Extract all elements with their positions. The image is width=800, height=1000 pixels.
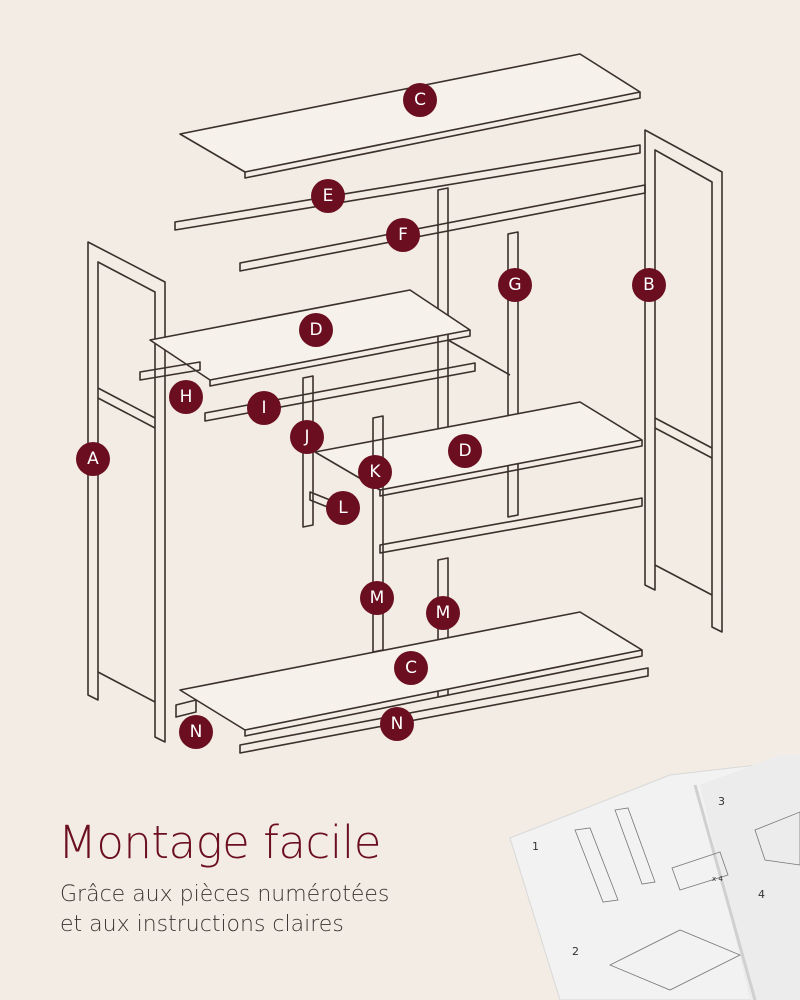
label-j: J [290,420,324,454]
label-l: L [326,491,360,525]
label-c-bottom: C [394,651,428,685]
svg-text:L: L [338,498,348,518]
svg-text:C: C [414,90,426,110]
label-d-upper: D [299,313,333,347]
headline: Montage facile [58,816,381,869]
label-n-left: N [179,715,213,749]
rail-i [204,362,476,422]
label-e: E [311,179,345,213]
instruction-manual-image: 1 2 3 4 x 4 [509,755,800,1000]
label-h: H [169,380,203,414]
label-m-left: M [360,581,394,615]
label-d-lower: D [448,434,482,468]
step-3-number: 3 [718,795,725,808]
frame-a [87,241,166,743]
label-b: B [632,268,666,302]
label-m-right: M [426,596,460,630]
step-4-number: 4 [758,888,765,901]
svg-text:N: N [391,714,404,734]
rail-e [174,144,641,231]
label-a: A [76,442,110,476]
label-n-right: N [380,707,414,741]
svg-text:N: N [190,722,203,742]
label-c-top: C [403,83,437,117]
svg-text:G: G [508,275,521,295]
svg-text:E: E [323,186,334,206]
svg-text:D: D [309,320,322,340]
svg-text:I: I [261,398,266,418]
subtitle-line-1: Grâce aux pièces numérotées [60,882,390,907]
subtitle-line-2: et aux instructions claires [60,912,344,937]
svg-text:D: D [458,441,471,461]
rail-n-small [175,699,197,718]
svg-text:J: J [303,427,309,447]
step-2-number: 2 [572,945,579,958]
rail-f [239,184,646,272]
post-j [302,375,314,528]
svg-text:A: A [87,449,99,469]
label-g: G [498,268,532,302]
subtitle: Grâce aux pièces numérotées et aux instr… [60,880,389,940]
svg-text:F: F [398,225,408,245]
svg-text:K: K [369,462,381,482]
label-f: F [386,218,420,252]
label-i: I [247,391,281,425]
svg-text:C: C [405,658,417,678]
rail-lower [379,497,643,554]
rail-h [139,361,201,381]
svg-text:H: H [180,387,193,407]
quantity-label: x 4 [712,875,723,883]
frame-b [644,129,723,633]
svg-text:B: B [643,275,655,295]
label-k: K [358,455,392,489]
svg-text:M: M [436,603,451,623]
step-1-number: 1 [532,840,539,853]
rail-n [239,667,649,754]
svg-text:M: M [370,588,385,608]
